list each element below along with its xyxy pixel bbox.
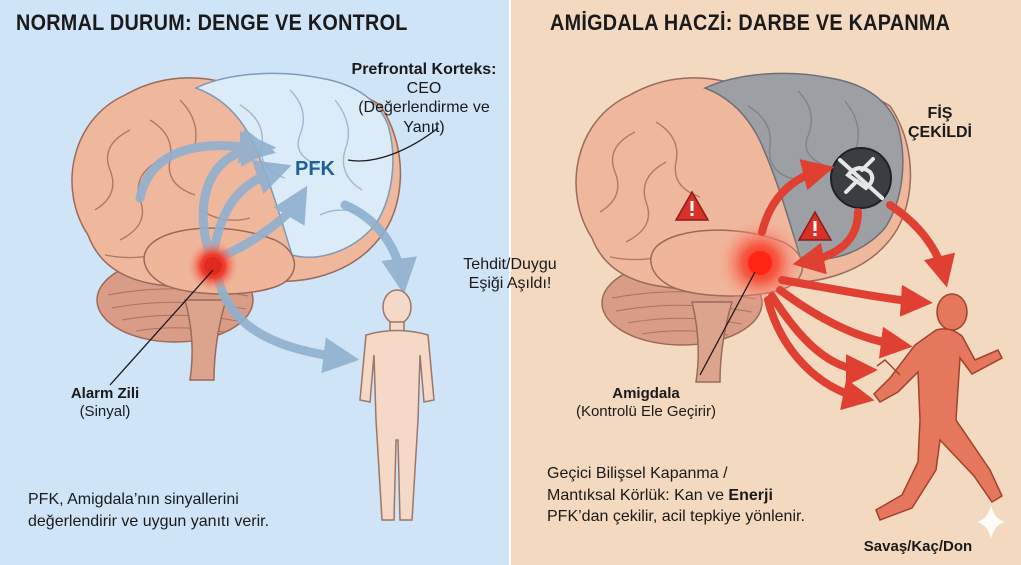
threshold-label: Tehdit/Duygu Eşiği Aşıldı! [445,255,575,293]
left-amygdala-alarm [204,257,222,275]
arrow-to-body-1 [782,280,920,302]
left-human-figure [360,290,434,520]
fight-flight-freeze-label: Savaş/Kaç/Don [854,538,982,556]
pfk-label: PFK [295,158,335,181]
pfc-detail-2: Yanıt) [331,118,517,137]
left-brainstem [185,300,226,380]
threshold-line-2: Eşiği Aşıldı! [445,274,575,293]
right-brainstem [692,302,732,382]
pfc-detail-1: (Değerlendirme ve [331,98,517,117]
right-caption-line-2: Mantıksal Körlük: Kan ve Enerji [547,485,805,507]
amygdala-sub: (Kontrolü Ele Geçirir) [556,403,736,421]
pfc-role: CEO [331,79,517,98]
right-title: AMİGDALA HACZİ: DARBE VE KAPANMA [550,10,950,36]
left-caption-line-1: PFK, Amigdala’nın sinyallerini [28,489,269,511]
left-title: NORMAL DURUM: DENGE VE KONTROL [16,10,408,36]
right-amygdala [748,251,772,275]
pfc-heading: Prefrontal Korteks: [331,60,517,79]
left-caption: PFK, Amigdala’nın sinyallerini değerlend… [28,489,269,532]
pfc-label: Prefrontal Korteks: CEO (Değerlendirme v… [331,60,517,137]
right-caption-energy: Enerji [728,487,772,504]
arrow-plug-to-body [890,205,944,275]
right-caption: Geçici Bilişsel Kapanma / Mantıksal Körl… [547,463,805,528]
threshold-line-1: Tehdit/Duygu [445,255,575,274]
sparkle-icon [977,505,1005,539]
alarm-sub: (Sinyal) [50,403,160,421]
alarm-title: Alarm Zili [50,385,160,403]
unplug-icon [831,148,891,208]
amygdala-title: Amigdala [556,385,736,403]
alarm-label: Alarm Zili (Sinyal) [50,385,160,421]
right-caption-line-3: PFK’dan çekilir, acil tepkiye yönlenir. [547,506,805,528]
unplugged-line-1: FİŞ [900,104,980,123]
running-figure [874,294,1002,520]
unplugged-line-2: ÇEKİLDİ [900,123,980,142]
right-caption-line-1: Geçici Bilişsel Kapanma / [547,463,805,485]
amygdala-label: Amigdala (Kontrolü Ele Geçirir) [556,385,736,421]
right-caption-line-2a: Mantıksal Körlük: Kan ve [547,487,728,504]
left-caption-line-2: değerlendirir ve uygun yanıtı verir. [28,511,269,533]
unplugged-label: FİŞ ÇEKİLDİ [900,104,980,142]
